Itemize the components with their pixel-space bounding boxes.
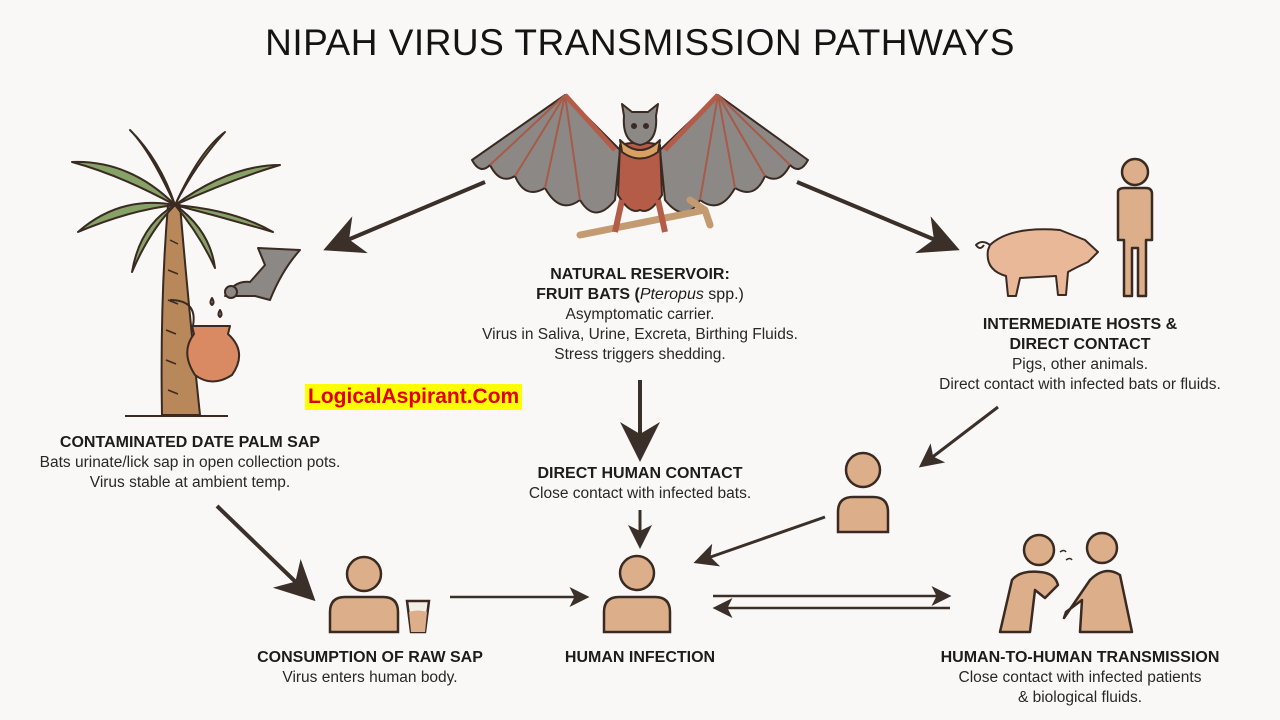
direct-contact-line: Close contact with infected bats. — [528, 485, 752, 502]
reservoir-subheading: FRUIT BATS (Pteropus spp.) — [440, 285, 840, 305]
fruit-bat-icon — [471, 93, 809, 239]
person-with-glass-icon — [328, 555, 431, 634]
arrows — [215, 180, 999, 618]
reservoir-subheading-prefix: FRUIT BATS ( — [536, 286, 640, 303]
human-to-human-icon — [998, 531, 1134, 634]
palm-tree-icon — [71, 129, 301, 417]
intermediate-line: Pigs, other animals. — [1011, 356, 1149, 373]
infection-heading: HUMAN INFECTION — [564, 649, 716, 666]
date-palm-line: Virus stable at ambient temp. — [89, 474, 291, 491]
reservoir-line: Asymptomatic carrier. — [565, 306, 715, 323]
date-palm-line: Bats urinate/lick sap in open collection… — [39, 454, 341, 471]
infection-label: HUMAN INFECTION — [520, 648, 760, 668]
watermark: LogicalAspirant.Com — [305, 384, 523, 410]
arrow-reservoir-to-intermediate — [796, 180, 960, 254]
reservoir-genus: Pteropus — [639, 286, 704, 303]
reservoir-label: NATURAL RESERVOIR: FRUIT BATS (Pteropus … — [440, 265, 840, 365]
date-palm-label: CONTAMINATED DATE PALM SAP Bats urinate/… — [5, 433, 375, 493]
consumption-heading: CONSUMPTION OF RAW SAP — [257, 649, 483, 666]
human-to-human-line: & biological fluids. — [1017, 689, 1143, 706]
diagram-title: NIPAH VIRUS TRANSMISSION PATHWAYS — [265, 22, 1015, 63]
arrow-reservoir-to-palm — [323, 180, 486, 254]
exposed-person-icon — [836, 451, 890, 534]
pig-icon — [975, 228, 1099, 297]
reservoir-line: Virus in Saliva, Urine, Excreta, Birthin… — [482, 326, 798, 343]
standing-person-icon — [1116, 157, 1154, 298]
reservoir-line: Stress triggers shedding. — [554, 346, 726, 363]
direct-contact-label: DIRECT HUMAN CONTACT Close contact with … — [490, 464, 790, 504]
direct-contact-heading: DIRECT HUMAN CONTACT — [537, 465, 743, 482]
reservoir-heading: NATURAL RESERVOIR: — [550, 266, 730, 283]
intermediate-subheading: DIRECT CONTACT — [1009, 336, 1151, 353]
human-to-human-label: HUMAN-TO-HUMAN TRANSMISSION Close contac… — [905, 648, 1255, 708]
arrow-palm-to-consumption — [215, 504, 316, 602]
arrow-person-to-infection — [693, 515, 826, 567]
intermediate-label: INTERMEDIATE HOSTS & DIRECT CONTACT Pigs… — [895, 315, 1265, 395]
intermediate-line: Direct contact with infected bats or flu… — [939, 376, 1221, 393]
reservoir-subheading-suffix: spp.) — [703, 286, 744, 303]
human-to-human-line: Close contact with infected patients — [958, 669, 1202, 686]
intermediate-heading: INTERMEDIATE HOSTS & — [982, 316, 1178, 333]
date-palm-heading: CONTAMINATED DATE PALM SAP — [59, 434, 321, 451]
infected-human-icon — [602, 554, 672, 634]
consumption-label: CONSUMPTION OF RAW SAP Virus enters huma… — [220, 648, 520, 688]
consumption-line: Virus enters human body. — [282, 669, 458, 686]
human-to-human-heading: HUMAN-TO-HUMAN TRANSMISSION — [940, 649, 1220, 666]
arrow-intermediate-to-person — [918, 405, 999, 468]
